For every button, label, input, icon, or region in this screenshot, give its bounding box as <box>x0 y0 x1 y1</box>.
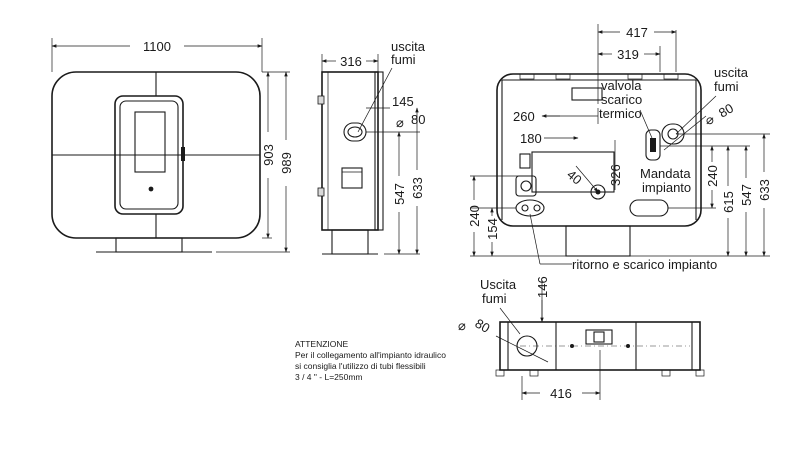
side-flue-height-dim: 145 <box>392 94 414 109</box>
side-body <box>321 71 379 231</box>
side-diameter-symbol: ⌀ <box>396 115 404 130</box>
rear-valve-label-1: valvola <box>601 78 642 93</box>
rear-body <box>496 73 702 227</box>
rear-return-label: ritorno e scarico impianto <box>572 257 717 272</box>
rear-valve-label-2: scarico <box>601 92 642 107</box>
rear-dim-326: 326 <box>608 164 623 186</box>
top-dim-146: 146 <box>535 276 550 298</box>
rear-dim-417: 417 <box>626 25 648 40</box>
top-flue-diameter-dim: 80 <box>473 316 493 336</box>
rear-dim-40: 40 <box>564 167 585 188</box>
front-height-outer-dim: 989 <box>279 152 294 174</box>
side-view: 316 uscita fumi 145 ⌀ 80 547 633 <box>317 39 426 255</box>
rear-supply-label-1: Mandata <box>640 166 691 181</box>
front-width-dim: 1100 <box>143 39 171 54</box>
note-line-2: si consiglia l'utilizzo di tubi flessibi… <box>295 361 426 371</box>
rear-valve-label-3: termico <box>599 106 642 121</box>
side-flue-label-2: fumi <box>391 52 416 67</box>
top-flue-label-2: fumi <box>482 291 507 306</box>
rear-dim-260: 260 <box>513 109 535 124</box>
top-view: Uscita fumi 146 ⌀ 80 416 <box>458 276 705 401</box>
rear-dim-547: 547 <box>739 184 754 206</box>
rear-dim-319: 319 <box>617 47 639 62</box>
rear-dim-180: 180 <box>520 131 542 146</box>
side-flue-label-1: uscita <box>391 39 426 54</box>
front-view: 1100 903 989 <box>51 38 294 253</box>
rear-flue-label-1: uscita <box>714 65 749 80</box>
note-title: ATTENZIONE <box>295 339 349 349</box>
rear-dim-154: 154 <box>485 218 500 240</box>
note-line-1: Per il collegamento all'impianto idrauli… <box>295 350 446 360</box>
top-flue-label-1: Uscita <box>480 277 517 292</box>
rear-diameter-symbol: ⌀ <box>706 112 714 127</box>
side-dim-547: 547 <box>392 183 407 205</box>
side-dim-633: 633 <box>410 177 425 199</box>
attention-note: ATTENZIONE Per il collegamento all'impia… <box>295 339 446 382</box>
rear-supply-label-2: impianto <box>642 180 691 195</box>
side-flue-diameter-dim: 80 <box>411 112 425 127</box>
side-depth-dim: 316 <box>340 54 362 69</box>
rear-dim-615: 615 <box>721 191 736 213</box>
rear-dim-633: 633 <box>757 179 772 201</box>
note-line-3: 3 / 4 " - L=250mm <box>295 372 363 382</box>
front-height-inner-dim: 903 <box>261 144 276 166</box>
top-diameter-symbol: ⌀ <box>458 318 466 333</box>
rear-dim-240-right: 240 <box>705 165 720 187</box>
top-dim-416: 416 <box>550 386 572 401</box>
rear-flue-diameter-dim: 80 <box>716 100 736 120</box>
rear-dim-240-left: 240 <box>467 205 482 227</box>
rear-view: 417 319 uscita fumi <box>467 24 772 272</box>
rear-flue-label-2: fumi <box>714 79 739 94</box>
